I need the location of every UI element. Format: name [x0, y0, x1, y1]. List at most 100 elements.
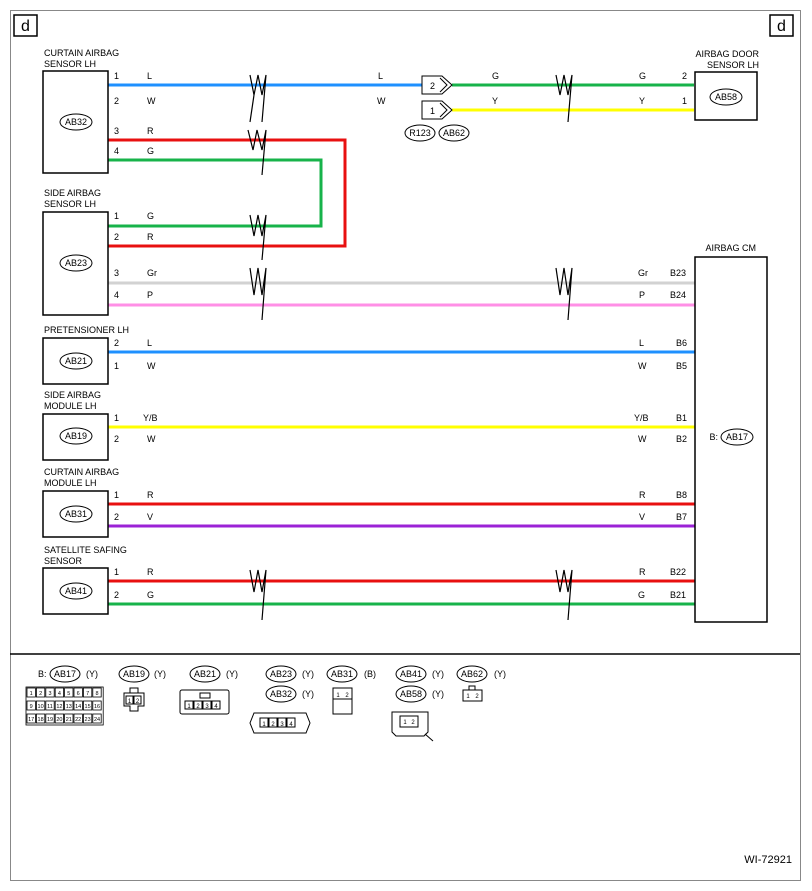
- pin-label: 2: [114, 96, 119, 106]
- legend-badge-ab19: [118, 665, 150, 683]
- pin-cell-label: 2: [345, 693, 349, 699]
- corner-marker-right: [769, 14, 794, 37]
- wire-color-label: W: [377, 96, 386, 106]
- wire-color-label: Y/B: [143, 413, 158, 423]
- pin-cell-label: 21: [66, 717, 72, 723]
- pin-label: B7: [676, 512, 687, 522]
- pin-cell-label: 23: [85, 717, 91, 723]
- component-name2-ab32: SENSOR LH: [44, 59, 96, 69]
- wire-ab32-4-to-ab23-1: [108, 158, 323, 228]
- connector-badge-ab32: [59, 113, 93, 131]
- connector-badges: [59, 88, 754, 600]
- wire-color-label: G: [638, 590, 645, 600]
- legend-code-ab19: AB19: [123, 669, 145, 679]
- component-name2-ab58: SENSOR LH: [707, 60, 759, 70]
- pin-cell: [26, 700, 36, 711]
- connector-face-ab62: [462, 689, 483, 702]
- wire-color-label: V: [147, 512, 153, 522]
- connector-code-ab21: AB21: [65, 356, 87, 366]
- connector-code-ab23: AB23: [65, 258, 87, 268]
- pin-cell: [45, 700, 55, 711]
- connector-badge-ab41: [59, 582, 93, 600]
- pin-cell-label: 13: [66, 704, 72, 710]
- legend-badge-ab31: [326, 665, 358, 683]
- legend-badge-ab32: [265, 685, 297, 703]
- connector-code-ab41: AB41: [65, 586, 87, 596]
- pin-label: B22: [670, 567, 686, 577]
- component-name-ab21: PRETENSIONER LH: [44, 325, 129, 335]
- pin-cell: [64, 713, 74, 724]
- connector-code-ab31: AB31: [65, 509, 87, 519]
- pin-label: 2: [114, 338, 119, 348]
- pin-cell-label: 19: [47, 717, 53, 723]
- pin-cell-label: 6: [77, 691, 80, 697]
- wires: [108, 83, 695, 606]
- pin-cell: [45, 687, 55, 698]
- pin-cell-label: 3: [205, 704, 209, 710]
- pin-cell-label: 1: [30, 691, 33, 697]
- pin-label: B6: [676, 338, 687, 348]
- wire-color-label: W: [147, 96, 156, 106]
- pin-cell: [268, 717, 278, 728]
- pin-label: B8: [676, 490, 687, 500]
- pin-cell: [133, 695, 142, 705]
- pin-cell-label: 1: [336, 693, 340, 699]
- wire-color-label: Y: [639, 96, 645, 106]
- pin-cell-label: 8: [95, 691, 98, 697]
- joint-pin-1-label: 1: [430, 106, 435, 116]
- connector-body-ab31: [332, 699, 353, 715]
- pin-cell-label: 1: [262, 722, 266, 728]
- break-mark: [249, 214, 267, 261]
- joint-pin-2-chevron: [439, 77, 448, 93]
- pin-cell-label: 15: [85, 704, 91, 710]
- pin-label: 4: [114, 146, 119, 156]
- pin-cell: [64, 687, 74, 698]
- wire-color-label: G: [147, 211, 154, 221]
- joint-pin-1-chevron: [439, 102, 448, 118]
- break-mark: [555, 74, 573, 123]
- pin-cell-label: 1: [466, 694, 470, 700]
- pin-label: B24: [670, 290, 686, 300]
- break-mark: [247, 129, 267, 176]
- wire-color-label: R: [147, 490, 154, 500]
- pin-cell-label: 3: [48, 691, 51, 697]
- wire-color-label: R: [639, 490, 646, 500]
- connector-code-ab19: AB19: [65, 431, 87, 441]
- pin-label: 2: [114, 512, 119, 522]
- pin-label: 2: [114, 434, 119, 444]
- wire-color-label: L: [147, 71, 152, 81]
- component-name-ab23: SIDE AIRBAG: [44, 188, 101, 198]
- component-name-ab41: SATELLITE SAFING: [44, 545, 127, 555]
- pin-cell-label: 1: [403, 720, 407, 726]
- pin-cell-label: 16: [94, 704, 100, 710]
- legend-prefix-ab17: B:: [38, 669, 47, 679]
- joint-pin-2: [421, 75, 453, 95]
- pin-cell: [83, 700, 93, 711]
- pin-cell-label: 11: [47, 704, 53, 710]
- pin-cell-label: 1: [128, 699, 132, 705]
- pin-cell: [399, 715, 419, 728]
- wire-color-label: W: [147, 361, 156, 371]
- legend-color-ab62: (Y): [494, 669, 506, 679]
- wire-color-label: P: [147, 290, 153, 300]
- pin-cell: [36, 687, 46, 698]
- pin-cell-label: 24: [94, 717, 100, 723]
- wire-color-label: P: [639, 290, 645, 300]
- connector-badge-ab62: [438, 124, 470, 142]
- pin-label: 4: [114, 290, 119, 300]
- wire-color-label: W: [638, 434, 647, 444]
- pin-cell-label: 2: [411, 720, 415, 726]
- pin-cell: [259, 717, 269, 728]
- connector-face-ab31: [332, 687, 353, 700]
- pin-label: 1: [114, 361, 119, 371]
- pin-cell-label: 5: [67, 691, 70, 697]
- pin-cell-label: 17: [28, 717, 34, 723]
- connector-code-ab32: AB32: [65, 117, 87, 127]
- wire-break-marks: [247, 74, 573, 621]
- connector-badge-ab31: [59, 505, 93, 523]
- pin-cell: [211, 700, 221, 710]
- legend-badge-ab23: [265, 665, 297, 683]
